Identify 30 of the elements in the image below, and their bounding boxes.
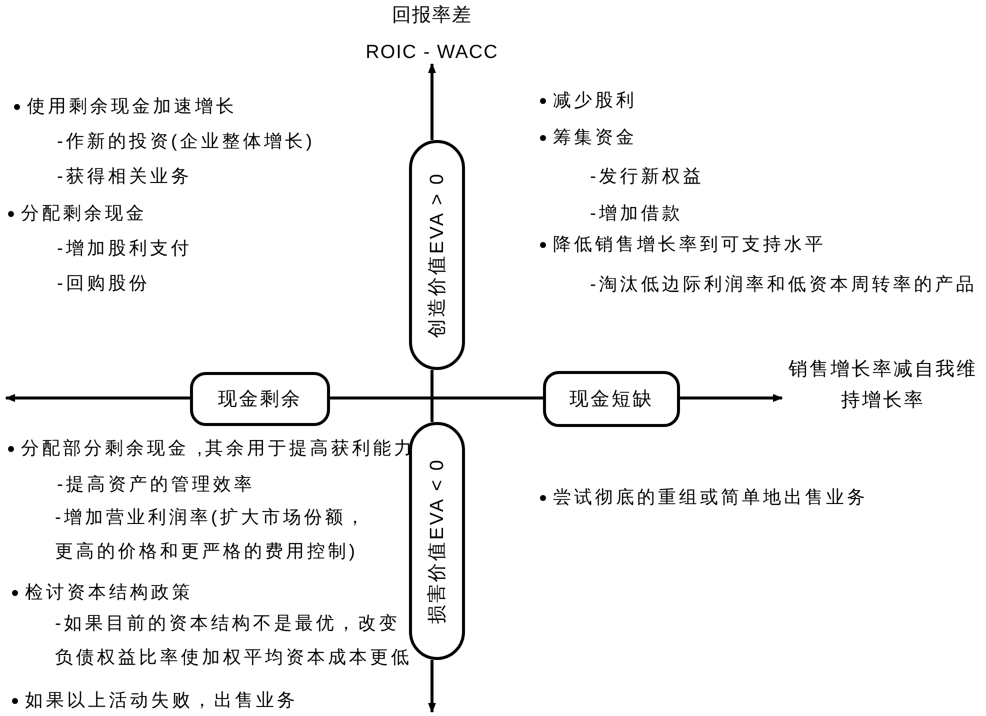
sub-item: -增加借款 (590, 202, 683, 225)
bullet-item: 减少股利 (540, 83, 637, 117)
bullet-item: 降低销售增长率到可支持水平 (540, 227, 826, 261)
arrow (428, 660, 436, 713)
sub-item: -提高资产的管理效率 (57, 473, 255, 496)
process-box: 损害价值EVA < 0 (409, 422, 465, 660)
sub-item: -回购股份 (57, 272, 150, 295)
sub-item: -作新的投资(企业整体增长) (57, 130, 315, 153)
bullet-item: 分配剩余现金 (8, 196, 147, 230)
bullet-item: 尝试彻底的重组或简单地出售业务 (540, 480, 868, 514)
axis-label: 销售增长率减自我维持增长率 (782, 354, 984, 416)
arrow (428, 63, 436, 140)
arrow (5, 394, 190, 402)
process-box: 创造价值EVA > 0 (409, 140, 465, 370)
connector-line (330, 396, 543, 400)
arrow (680, 394, 783, 402)
sub-item: -增加股利支付 (57, 237, 192, 260)
bullet-item: 如果以上活动失败，出售业务 (12, 683, 298, 716)
bullet-item: 筹集资金 (540, 120, 637, 154)
process-box: 现金剩余 (190, 372, 330, 426)
connector-line (430, 370, 434, 422)
sub-item: -淘汰低边际利润率和低资本周转率的产品 (590, 273, 977, 296)
axis-label: 回报率差 (391, 4, 473, 28)
axis-label: ROIC - WACC (364, 42, 500, 64)
process-box: 现金短缺 (543, 371, 680, 427)
sub-item: -发行新权益 (590, 165, 704, 188)
bullet-item: 使用剩余现金加速增长 (14, 89, 237, 123)
sub-item: -增加营业利润率(扩大市场份额，更高的价格和更严格的费用控制) (55, 506, 368, 563)
bullet-item: 检讨资本结构政策 (12, 575, 193, 609)
sub-item: -获得相关业务 (57, 165, 192, 188)
